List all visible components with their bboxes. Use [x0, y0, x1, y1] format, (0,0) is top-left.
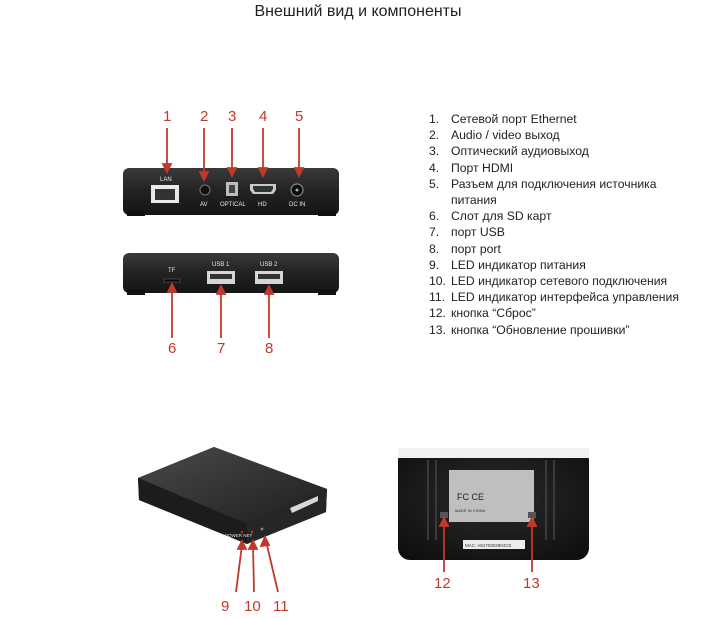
certification-marks: FC CE — [457, 492, 484, 502]
callout-5: 5 — [295, 108, 304, 125]
tf-slot-label: TF — [168, 268, 176, 274]
callout-4: 4 — [259, 108, 268, 125]
callout-12: 12 — [434, 575, 451, 592]
legend-item: 7.порт USB — [429, 225, 505, 240]
tf-card-slot — [163, 278, 181, 283]
lan-port-label: LAN — [160, 177, 172, 183]
usb1-port-label: USB 1 — [212, 262, 230, 268]
components-legend: 1.Сетевой порт Ethernet 2.Audio / video … — [429, 111, 689, 338]
callout-11: 11 — [273, 598, 289, 615]
legend-item: 6.Слот для SD карт — [429, 209, 552, 224]
reset-button — [440, 512, 448, 518]
legend-item: 12.кнопка “Сброс” — [429, 306, 536, 321]
legend-item: 10.LED индикатор сетевого подключения — [429, 274, 668, 289]
legend-item: 13.кнопка “Обновление прошивки” — [429, 322, 630, 337]
callout-2: 2 — [200, 108, 209, 125]
usb2-port-label: USB 2 — [260, 262, 278, 268]
callout-7: 7 — [217, 340, 226, 357]
callout-3: 3 — [228, 108, 237, 125]
legend-item: 3.Оптический аудиовыход — [429, 144, 589, 159]
av-port-label: AV — [200, 202, 208, 208]
legend-item: 2.Audio / video выход — [429, 128, 560, 143]
power-led — [241, 531, 243, 533]
callout-1: 1 — [163, 108, 172, 125]
page-title: Внешний вид и компоненты — [254, 3, 462, 20]
mac-address-label: MAC: A8170302904CE — [465, 543, 512, 548]
control-led — [260, 527, 264, 531]
legend-item: 8.порт port — [429, 241, 501, 256]
legend-item: 9.LED индикатор питания — [429, 257, 586, 272]
legend-item: 4.Порт HDMI — [429, 160, 514, 175]
network-led — [251, 531, 253, 533]
front-panel-view: LAN AV OPTICAL HD DC IN — [123, 128, 339, 216]
made-in-china-text: MADE IN CHINA — [455, 508, 486, 513]
legend-item: 11.LED индикатор интерфейса управления — [429, 290, 679, 305]
hdmi-port-label: HD — [258, 202, 267, 208]
legend-item: 1.Сетевой порт Ethernet — [429, 112, 577, 126]
callout-8: 8 — [265, 340, 274, 357]
callout-6: 6 — [168, 340, 177, 357]
side-panel-view: TF USB 1 USB 2 — [123, 253, 339, 338]
dc-in-port-label: DC IN — [289, 202, 305, 208]
upgrade-button — [528, 512, 536, 518]
av-port — [199, 184, 211, 196]
legend-item: 5.Разъем для подключения источника питан… — [429, 176, 657, 208]
bottom-view: FC CE MADE IN CHINA MAC: A8170302904CE — [398, 448, 589, 572]
led-panel-text: POWER NET — [225, 533, 253, 538]
top-perspective-view: POWER NET — [138, 447, 327, 593]
callout-10: 10 — [244, 598, 261, 615]
optical-port-label: OPTICAL — [220, 202, 246, 208]
callout-9: 9 — [221, 598, 230, 615]
bottom-label-sticker — [449, 470, 534, 522]
callout-13: 13 — [523, 575, 540, 592]
